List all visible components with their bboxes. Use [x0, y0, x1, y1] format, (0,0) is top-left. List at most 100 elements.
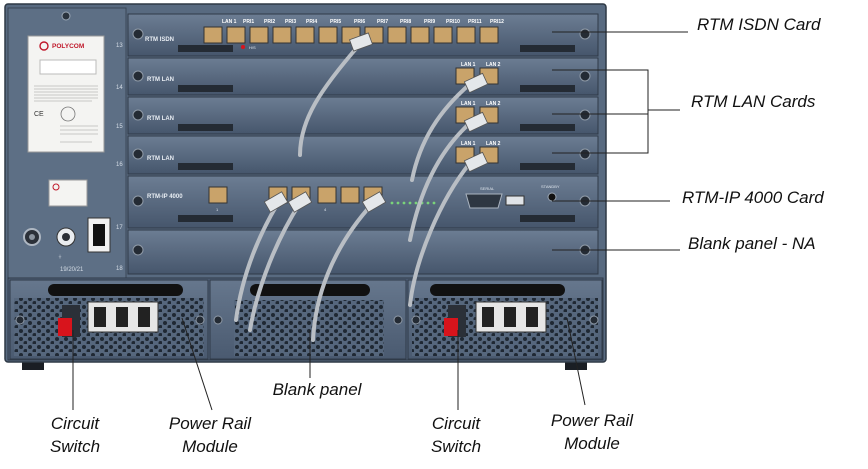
power-rail-module-left	[9, 279, 209, 360]
cable	[234, 201, 280, 322]
psu-handle[interactable]	[48, 284, 183, 296]
chassis-foot-right	[565, 360, 587, 370]
cable	[248, 201, 302, 332]
cable	[298, 42, 362, 157]
usb-port-icon[interactable]	[505, 195, 525, 206]
rj45-plug	[463, 72, 489, 94]
ip-port-1[interactable]	[208, 186, 228, 204]
callout-rtm-isdn-card: RTM ISDN Card	[697, 15, 821, 34]
port-label-pri7: PRI7	[377, 19, 388, 25]
leader-lines	[72, 31, 688, 411]
port-label-pri5: PRI5	[330, 19, 341, 25]
rj45-port[interactable]	[318, 26, 338, 44]
port-label-lan1: LAN 1	[461, 62, 476, 68]
rtm-lan-card-3: RTM LAN LAN 1 LAN 2	[127, 135, 599, 175]
rj45-port[interactable]	[479, 26, 499, 44]
port-label-pri6: PRI6	[354, 19, 365, 25]
power-rail-module-right	[407, 279, 603, 360]
ejector-handle[interactable]	[520, 163, 575, 170]
serial-port-icon[interactable]	[465, 193, 503, 209]
slot-number-13: 13	[116, 43, 123, 49]
rj45-port[interactable]	[410, 26, 430, 44]
status-led-icon	[241, 45, 245, 49]
leader-lan-bracket	[552, 69, 649, 154]
card-name: RTM LAN	[147, 156, 174, 162]
ejector-handle[interactable]	[520, 124, 575, 131]
standby-button[interactable]	[547, 192, 557, 202]
rj45-port[interactable]	[249, 26, 269, 44]
callout-power-rail-left-line2: Module	[182, 437, 238, 456]
breaker-toggle[interactable]	[444, 318, 458, 336]
rtm-lan-card-2: RTM LAN LAN 1 LAN 2	[127, 96, 599, 135]
callout-blank-panel-na: Blank panel - NA	[688, 234, 816, 253]
fan-slot-label: 19/20/21	[60, 267, 84, 273]
callout-rtm-ip-4000-card: RTM-IP 4000 Card	[682, 188, 824, 207]
rj45-plug	[361, 191, 387, 213]
card-name: RTM LAN	[147, 77, 174, 83]
terminal-icon	[504, 307, 516, 327]
rj45-plug	[263, 191, 289, 213]
callout-power-rail-right-line2: Module	[564, 434, 620, 453]
cable	[311, 201, 375, 342]
card-screw-icon	[579, 148, 591, 160]
card-screw-icon	[132, 195, 144, 207]
rj45-port[interactable]	[226, 26, 246, 44]
port-label-lan2: LAN 2	[486, 62, 501, 68]
rj45-port[interactable]	[433, 26, 453, 44]
ip-port-5[interactable]	[340, 186, 360, 204]
status-leds	[390, 201, 436, 205]
card-screw-icon	[132, 109, 144, 121]
slot-number-18: 18	[116, 266, 123, 272]
screw-icon	[61, 11, 71, 21]
ejector-handle[interactable]	[178, 124, 233, 131]
card-name: RTM ISDN	[145, 37, 174, 43]
rj45-port[interactable]	[272, 26, 292, 44]
rj45-port[interactable]	[387, 26, 407, 44]
blank-panel-handle[interactable]	[250, 284, 370, 296]
port-label-lan1: LAN 1	[461, 101, 476, 107]
port-label-pri10: PRI10	[446, 19, 460, 25]
callout-power-rail-left-line1: Power Rail	[168, 414, 252, 433]
psu-screw-icon	[411, 315, 421, 325]
ip-port-4[interactable]	[317, 186, 337, 204]
ejector-handle[interactable]	[520, 85, 575, 92]
rj45-port[interactable]	[295, 26, 315, 44]
ejector-handle[interactable]	[178, 85, 233, 92]
polycom-logo-icon	[39, 41, 49, 51]
rj45-port[interactable]	[203, 26, 223, 44]
port-label-lan2: LAN 2	[486, 101, 501, 107]
port-label-pri3: PRI3	[285, 19, 296, 25]
cable	[408, 161, 472, 307]
port-label-pri8: PRI8	[400, 19, 411, 25]
status-label: H/S	[249, 45, 256, 50]
psu-screw-icon	[213, 315, 223, 325]
callout-blank-panel: Blank panel	[272, 380, 362, 399]
ground-icon: ⏚	[58, 253, 62, 259]
ejector-handle[interactable]	[520, 45, 575, 52]
ejector-handle[interactable]	[178, 45, 233, 52]
serial-label: SERIAL	[480, 186, 495, 191]
psu-handle[interactable]	[430, 284, 565, 296]
regulatory-label	[27, 35, 105, 153]
ejector-handle[interactable]	[520, 215, 575, 222]
terminal-icon	[116, 307, 128, 327]
leader-psu-right	[566, 317, 586, 406]
slot-number-14: 14	[116, 85, 123, 91]
port-label-pri1: PRI1	[243, 19, 254, 25]
ejector-handle[interactable]	[178, 215, 233, 222]
breaker-toggle[interactable]	[58, 318, 72, 336]
card-name: RTM-IP 4000	[147, 194, 183, 200]
callout-rtm-lan-cards: RTM LAN Cards	[691, 92, 816, 111]
ce-mark-icon: CE	[34, 111, 44, 118]
power-switch-rocker[interactable]	[93, 224, 105, 246]
terminal-icon	[94, 307, 106, 327]
card-screw-icon	[132, 148, 144, 160]
ejector-handle[interactable]	[178, 163, 233, 170]
psu-screw-icon	[393, 315, 403, 325]
cable	[410, 82, 472, 182]
label-fine-print	[34, 85, 98, 143]
terminal-icon	[482, 307, 494, 327]
rj45-port[interactable]	[456, 26, 476, 44]
